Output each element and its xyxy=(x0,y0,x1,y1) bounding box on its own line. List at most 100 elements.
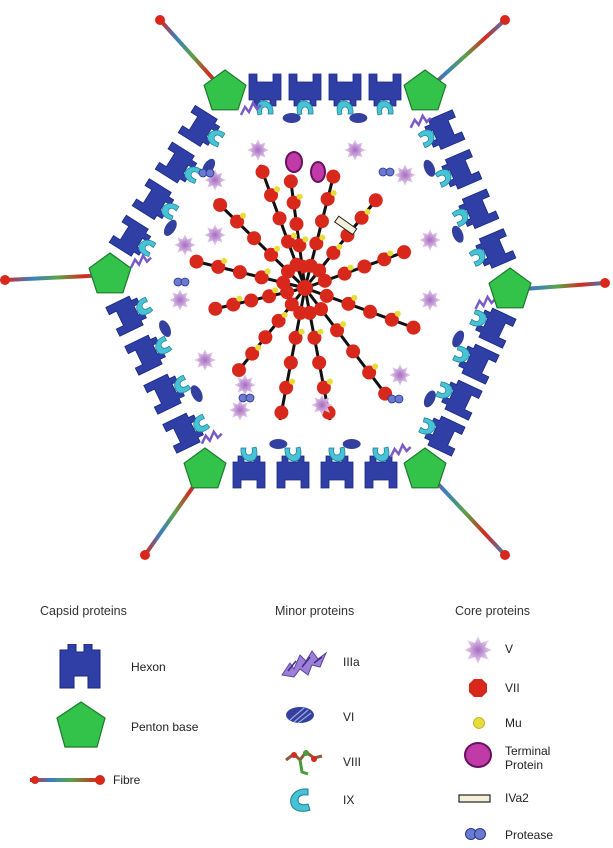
protein-ix-icon xyxy=(290,788,311,812)
mu xyxy=(319,234,326,241)
protein-vii xyxy=(307,330,322,345)
capsid-group xyxy=(88,69,532,489)
mu xyxy=(326,378,333,385)
protein-vii xyxy=(341,296,356,311)
fibre-knob xyxy=(155,15,165,25)
protease xyxy=(385,167,395,177)
legend-heading-core: Core proteins xyxy=(455,604,531,618)
protein-ix xyxy=(174,374,192,394)
protein-vii xyxy=(357,259,372,274)
protein-ix xyxy=(138,239,157,257)
protease xyxy=(180,277,190,287)
protein-vi xyxy=(282,113,301,123)
protein-vi-icon xyxy=(286,707,314,724)
hexon xyxy=(475,228,517,269)
legend-label-iiia: IIIa xyxy=(343,655,360,669)
hexon xyxy=(131,178,175,221)
protein-vii xyxy=(316,380,331,395)
protein-vii xyxy=(346,344,361,359)
hexon xyxy=(143,373,185,415)
protein-ix xyxy=(469,309,487,327)
protein-vii xyxy=(189,254,204,269)
mu xyxy=(372,363,379,370)
protein-ix xyxy=(155,335,173,355)
protein-v xyxy=(247,139,269,161)
protein-vii xyxy=(397,245,412,260)
protein-ix xyxy=(451,208,469,228)
hexon xyxy=(441,148,483,190)
protein-vii xyxy=(309,236,324,251)
mu xyxy=(255,344,262,351)
mu xyxy=(296,193,303,200)
protein-v xyxy=(169,289,191,311)
protein-ix xyxy=(417,129,435,149)
hexon xyxy=(441,379,483,421)
protein-vii xyxy=(362,365,377,380)
protein-vi xyxy=(452,330,465,348)
penton-base xyxy=(183,447,227,489)
protein-vii xyxy=(312,355,327,370)
protein-ix xyxy=(468,248,486,267)
mu xyxy=(330,189,337,196)
protein-iiia xyxy=(200,429,223,445)
protein-ix xyxy=(418,417,436,435)
protein-ix xyxy=(284,446,302,462)
protein-vii xyxy=(264,188,279,203)
hexon-icon xyxy=(59,644,101,689)
mu xyxy=(336,243,343,250)
legend-label-protease: Protease xyxy=(505,828,554,842)
penton-base xyxy=(403,69,447,111)
protein-vii xyxy=(211,259,226,274)
protein-ix xyxy=(184,166,203,184)
protein-vi xyxy=(269,439,288,449)
hexon xyxy=(288,73,322,107)
protein-viii-icon xyxy=(285,749,323,776)
legend-heading-minor: Minor proteins xyxy=(275,604,355,618)
mu xyxy=(351,294,358,301)
protein-iiia xyxy=(129,253,152,269)
protein-ix xyxy=(193,413,211,433)
protease-icon xyxy=(465,828,486,840)
mu xyxy=(394,310,401,317)
protein-v xyxy=(194,349,216,371)
protein-vi xyxy=(159,320,172,337)
protein-vii xyxy=(272,211,287,226)
protein-vii xyxy=(226,297,241,312)
protein-vi xyxy=(451,225,464,243)
protein-iiia xyxy=(409,113,432,129)
protein-v xyxy=(204,224,226,246)
fibre-knob xyxy=(600,278,610,288)
protein-vii xyxy=(377,252,392,267)
terminal-protein xyxy=(285,151,303,173)
terminal-protein xyxy=(310,161,326,183)
penton-base xyxy=(203,69,247,111)
protein-vii xyxy=(297,280,313,296)
mu xyxy=(289,378,296,385)
protein-vii xyxy=(213,197,228,212)
protein-ix xyxy=(452,345,470,363)
protein-vii xyxy=(281,264,296,279)
terminal-protein-icon xyxy=(464,742,492,768)
protein-vi xyxy=(190,385,203,402)
protein-iiia xyxy=(239,100,262,116)
protein-vii xyxy=(286,195,301,210)
fibre-knob xyxy=(500,15,510,25)
protein-iiia xyxy=(389,442,412,458)
penton-base xyxy=(88,252,132,294)
legend-label-penton-base: Penton base xyxy=(131,720,199,734)
legend-label-terminal-protein: Terminal Protein xyxy=(505,744,551,772)
mu xyxy=(274,245,281,252)
core-group xyxy=(169,139,441,421)
protein-vii xyxy=(258,330,273,345)
hexon xyxy=(105,295,147,337)
protein-v xyxy=(311,394,333,416)
mu xyxy=(347,264,354,271)
hexon xyxy=(154,141,198,184)
legend-label-vii: VII xyxy=(505,681,520,695)
hexon xyxy=(424,415,466,457)
mu xyxy=(221,257,228,264)
legend-label-fibre: Fibre xyxy=(113,773,141,787)
protein-vii xyxy=(232,265,247,280)
protein-vii xyxy=(262,289,277,304)
protein-v-icon xyxy=(464,636,492,664)
